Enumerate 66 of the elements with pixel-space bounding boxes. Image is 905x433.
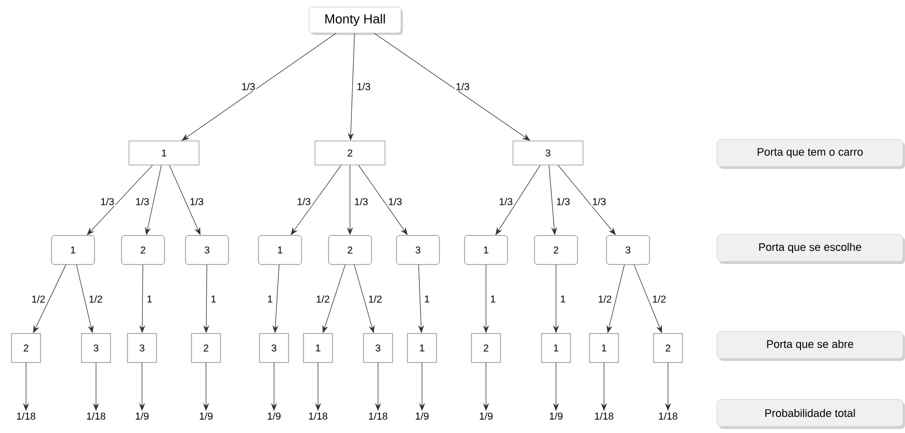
edge-label: 1/3 (353, 196, 370, 206)
door-box: 2 (328, 235, 372, 265)
edge-label: 1/3 (555, 196, 572, 206)
edge-label: 1 (559, 294, 567, 304)
edge-label: 1/2 (314, 294, 331, 304)
door-box: 2 (191, 333, 221, 363)
edge-label: 1/2 (30, 294, 46, 304)
probability-text: 1/9 (200, 412, 212, 420)
door-box: 1 (51, 235, 95, 265)
edge-label: 1/3 (454, 82, 471, 92)
probability-text: 1/18 (595, 412, 614, 420)
edge-label: 1/3 (498, 196, 514, 206)
door-box: 2 (653, 333, 683, 363)
edge-label: 1/3 (99, 196, 116, 206)
edge-label: 1/3 (240, 82, 256, 92)
probability-text: 1/9 (550, 412, 562, 420)
level-label: Porta que se escolhe (716, 234, 904, 262)
level-label: Probabilidade total (716, 399, 904, 427)
probability-text: 1/18 (369, 412, 388, 420)
edge-label: 1 (423, 294, 431, 304)
door-box: 3 (363, 333, 393, 363)
probability-text: 1/18 (309, 412, 328, 420)
probability-text: 1/9 (136, 412, 148, 420)
edge-label: 1/2 (651, 294, 668, 304)
door-box: 2 (471, 333, 501, 363)
edge-label: 1/2 (596, 294, 613, 304)
door-box: 3 (512, 140, 584, 166)
edge-label: 1/3 (188, 196, 205, 206)
door-box: 1 (303, 333, 333, 363)
edge-label: 1/3 (356, 82, 372, 92)
edge-label: 1/2 (367, 294, 384, 304)
edge-label: 1/2 (88, 294, 104, 304)
door-box: 1 (128, 140, 200, 166)
arrow (182, 32, 336, 141)
door-box: 3 (396, 235, 440, 265)
level-label: Porta que tem o carro (716, 139, 904, 167)
edge-label: 1 (266, 294, 274, 304)
door-box: 2 (314, 140, 386, 166)
edge-label: 1/3 (591, 196, 608, 206)
edge-label: 1 (210, 294, 218, 304)
level-label: Porta que se abre (716, 331, 904, 359)
door-box: 3 (127, 333, 157, 363)
door-box: 3 (606, 235, 650, 265)
probability-text: 1/18 (17, 412, 36, 420)
door-box: 1 (464, 235, 508, 265)
probability-text: 1/9 (416, 412, 428, 420)
door-box: 2 (11, 333, 41, 363)
edge-label: 1/3 (387, 196, 404, 206)
door-box: 1 (407, 333, 437, 363)
edge-label: 1/3 (296, 196, 312, 206)
door-box: 3 (185, 235, 229, 265)
edge-label: 1/3 (134, 196, 150, 206)
door-box: 1 (541, 333, 571, 363)
probability-text: 1/18 (87, 412, 106, 420)
door-box: 2 (121, 235, 165, 265)
door-box: 3 (81, 333, 111, 363)
door-box: 3 (259, 333, 289, 363)
door-box: 2 (534, 235, 578, 265)
probability-text: 1/18 (659, 412, 678, 420)
probability-text: 1/9 (268, 412, 280, 420)
door-box: 1 (589, 333, 619, 363)
door-box: 1 (258, 235, 302, 265)
title-box: Monty Hall (308, 6, 402, 34)
edge-label: 1 (146, 294, 154, 304)
probability-text: 1/9 (480, 412, 492, 420)
edge-label: 1 (489, 294, 497, 304)
